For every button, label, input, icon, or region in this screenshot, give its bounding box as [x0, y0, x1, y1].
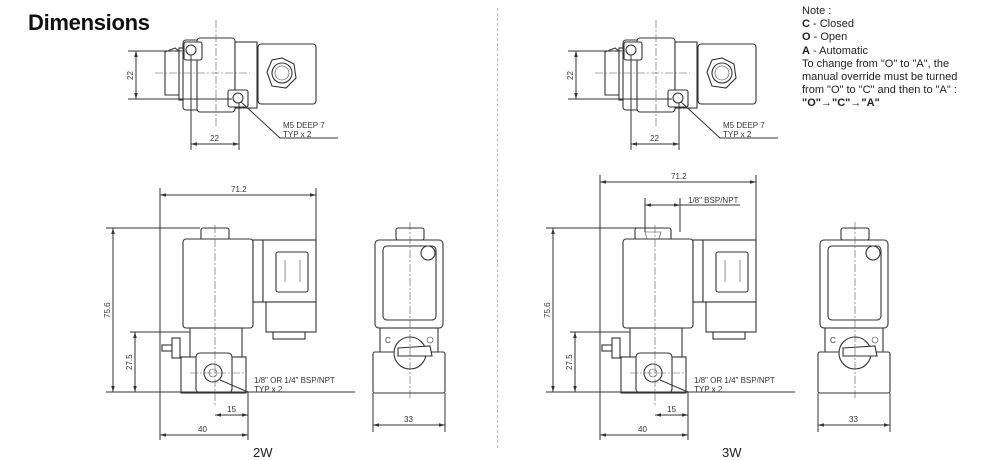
dim-port-offset: 15: [227, 405, 236, 414]
dim-top-height: 22: [126, 71, 135, 80]
dim-overall-height: 75.6: [543, 302, 552, 318]
front-view: 1/8" BSP/NPT 71.2 75.6 27.5 15 40 1/8" O…: [543, 172, 795, 440]
dim-port-height: 27.5: [125, 354, 134, 370]
drawing-2w: 22 22 M5 DEEP 7 TYP x 2: [103, 20, 446, 460]
port-note-2: TYP x 2: [694, 385, 723, 394]
port-note-2: TYP x 2: [254, 385, 283, 394]
variant-label: 2W: [253, 445, 273, 460]
mount-note-1: M5 DEEP 7: [723, 121, 765, 130]
override-note: Note : C - Closed O - Open A - Automatic…: [802, 5, 972, 111]
dim-overall-width: 71.2: [671, 172, 687, 181]
front-view: 71.2 75.6 27.5 15 40 1/8" OR 1/4" BSP/NP…: [103, 185, 355, 440]
page-title: Dimensions: [28, 10, 150, 35]
variant-label: 3W: [722, 445, 742, 460]
dim-port-offset: 15: [667, 405, 676, 414]
dim-body-length: 40: [638, 425, 647, 434]
override-mark: C: [830, 336, 836, 345]
dim-top-width: 22: [650, 134, 659, 143]
port-note-1: 1/8" OR 1/4" BSP/NPT: [254, 376, 335, 385]
port-note-1: 1/8" OR 1/4" BSP/NPT: [694, 376, 775, 385]
note-item-open: O - Open: [802, 31, 848, 44]
note-heading: Note :: [802, 5, 832, 17]
note-item-automatic: A - Automatic: [802, 44, 869, 57]
dim-overall-width: 71.2: [231, 185, 247, 194]
top-view: 22 22 M5 DEEP 7 TYP x 2: [566, 20, 778, 150]
dim-top-height: 22: [566, 71, 575, 80]
dim-body-length: 40: [198, 425, 207, 434]
side-view: C 33: [817, 222, 891, 432]
note-sequence: "O"→"C"→"A": [802, 97, 880, 110]
note-instruction: To change from "O" to "A", the manual ov…: [802, 57, 958, 97]
dim-side-width: 33: [849, 415, 858, 424]
dim-port-height: 27.5: [565, 354, 574, 370]
mount-note-2: TYP x 2: [723, 130, 752, 139]
mount-note-2: TYP x 2: [283, 130, 312, 139]
top-view: 22 22 M5 DEEP 7 TYP x 2: [126, 20, 338, 150]
mount-note-1: M5 DEEP 7: [283, 121, 325, 130]
override-mark: C: [385, 336, 391, 345]
note-item-closed: C - Closed: [802, 18, 854, 31]
dim-top-width: 22: [210, 134, 219, 143]
dim-side-width: 33: [404, 415, 413, 424]
exhaust-port-note: 1/8" BSP/NPT: [688, 196, 739, 205]
drawing-3w: 22 22 M5 DEEP 7 TYP x 2: [543, 20, 891, 460]
section-divider: [497, 8, 498, 448]
side-view: C 33: [372, 222, 446, 432]
dim-overall-height: 75.6: [103, 302, 112, 318]
